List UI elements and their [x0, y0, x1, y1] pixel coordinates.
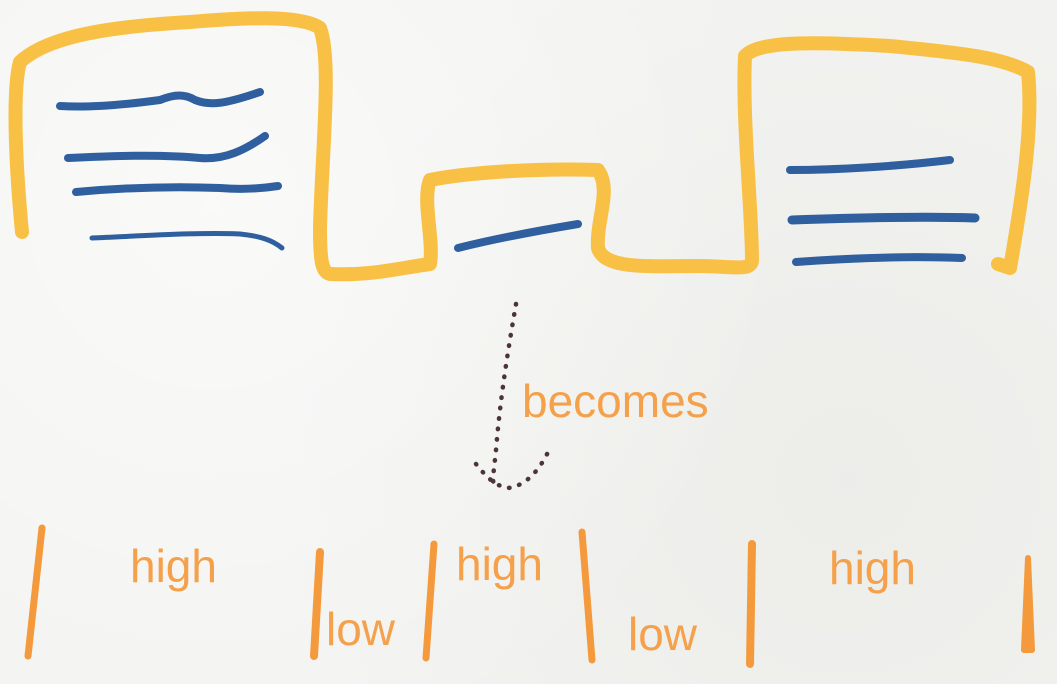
- segment-label: high: [456, 538, 543, 590]
- text-line: [64, 132, 269, 163]
- divider: [746, 540, 756, 668]
- arrow-label: becomes: [522, 375, 709, 427]
- divider: [578, 528, 596, 664]
- text-line: [72, 182, 282, 196]
- arrow: [473, 301, 553, 491]
- document-outline: [8, 11, 1037, 282]
- text-line: [786, 156, 954, 174]
- text-line: [89, 230, 285, 251]
- text-line: [454, 220, 582, 252]
- divider: [1021, 555, 1035, 653]
- text-line: [787, 212, 980, 225]
- segment-label: low: [628, 608, 698, 660]
- segment-label: high: [130, 540, 217, 592]
- segment-label: low: [326, 603, 396, 655]
- segment-label: high: [829, 542, 916, 594]
- divider: [24, 524, 46, 660]
- divider: [310, 548, 324, 660]
- divider: [422, 540, 438, 662]
- text-line: [56, 88, 264, 111]
- text-line: [792, 253, 966, 266]
